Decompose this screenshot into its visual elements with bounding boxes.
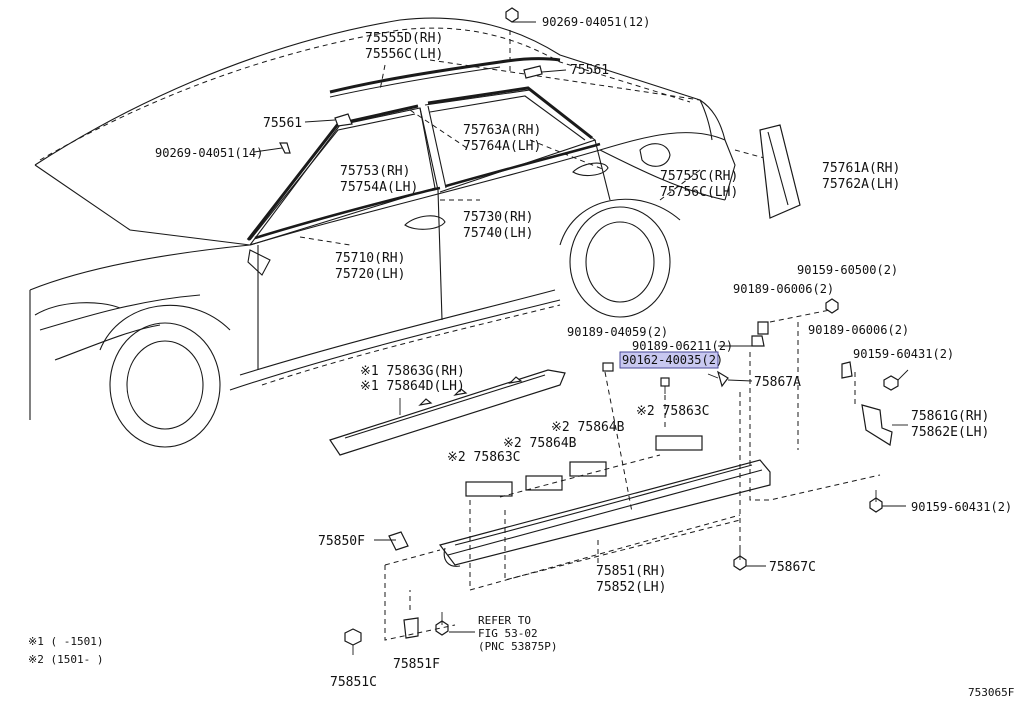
label-75862E: 75862E(LH) [911,425,989,440]
rocker-panel [438,459,771,567]
label-75851C: 75851C [330,675,377,690]
solid-leaders [253,21,909,633]
label-90189-04059: 90189-04059(2) [567,325,668,339]
label-75556C: 75556C(LH) [365,47,443,62]
car-body [29,17,736,448]
label-75555D: 75555D(RH) [365,31,443,46]
window-mouldings [246,57,601,241]
label-75740: 75740(LH) [463,226,533,241]
part-labels: 90269-04051(12) 75555D(RH) 75556C(LH) 75… [155,15,1012,690]
fasteners [279,7,899,655]
label-75867C: 75867C [769,560,816,575]
note-1: ※1 ( -1501) [28,635,103,648]
label-75863G: ※1 75863G(RH) [360,364,465,379]
label-90189-06006-b: 90189-06006(2) [808,323,909,337]
label-90162-40035: 90162-40035(2) [622,353,723,367]
label-75861G: 75861G(RH) [911,409,989,424]
refer-line-2: FIG 53-02 [478,627,538,640]
pads [465,435,703,497]
label-75710: 75710(RH) [335,251,405,266]
label-75763A: 75763A(RH) [463,123,541,138]
label-75864D: ※1 75864D(LH) [360,379,465,394]
label-75755C: 75755C(RH) [660,169,738,184]
label-75762A: 75762A(LH) [822,177,900,192]
label-75850F: 75850F [318,534,365,549]
label-90269-left: 90269-04051(14) [155,146,263,160]
label-75761A: 75761A(RH) [822,161,900,176]
refer-line-3: (PNC 53875P) [478,640,557,653]
label-75561-b: 75561 [570,63,609,78]
label-75754A: 75754A(LH) [340,180,418,195]
label-90189-06211: 90189-06211(2) [632,339,733,353]
label-75730: 75730(RH) [463,210,533,225]
label-90159-60431-b: 90159-60431(2) [911,500,1012,514]
label-75764A: 75764A(LH) [463,139,541,154]
step-garnish-75863G [329,369,566,456]
diagram-id: 753065F [968,686,1014,699]
label-75561-a: 75561 [263,116,302,131]
label-90269-top: 90269-04051(12) [542,15,650,29]
label-90159-60500: 90159-60500(2) [797,263,898,277]
label-75864B-b: ※2 75864B [551,420,625,435]
label-75720: 75720(LH) [335,267,405,282]
label-75851F: 75851F [393,657,440,672]
footnotes: ※1 ( -1501) ※2 (1501- ) [28,635,103,666]
quarter-garnish [759,124,801,219]
label-75867A: 75867A [754,375,801,390]
label-75864B-a: ※2 75864B [503,436,577,451]
label-75753: 75753(RH) [340,164,410,179]
label-75852: 75852(LH) [596,580,666,595]
label-90189-06006-a: 90189-06006(2) [733,282,834,296]
label-90159-60431-a: 90159-60431(2) [853,347,954,361]
highlight-90162-40035 [619,351,719,369]
label-75851: 75851(RH) [596,564,666,579]
assembly-dashed-lines [384,309,881,641]
note-2: ※2 (1501- ) [28,653,103,666]
label-75756C: 75756C(LH) [660,185,738,200]
body-dashed-outline [261,304,561,386]
label-75863C-b: ※2 75863C [636,404,710,419]
leader-lines [299,30,791,246]
refer-line-1: REFER TO [478,614,531,627]
label-75863C-a: ※2 75863C [447,450,521,465]
